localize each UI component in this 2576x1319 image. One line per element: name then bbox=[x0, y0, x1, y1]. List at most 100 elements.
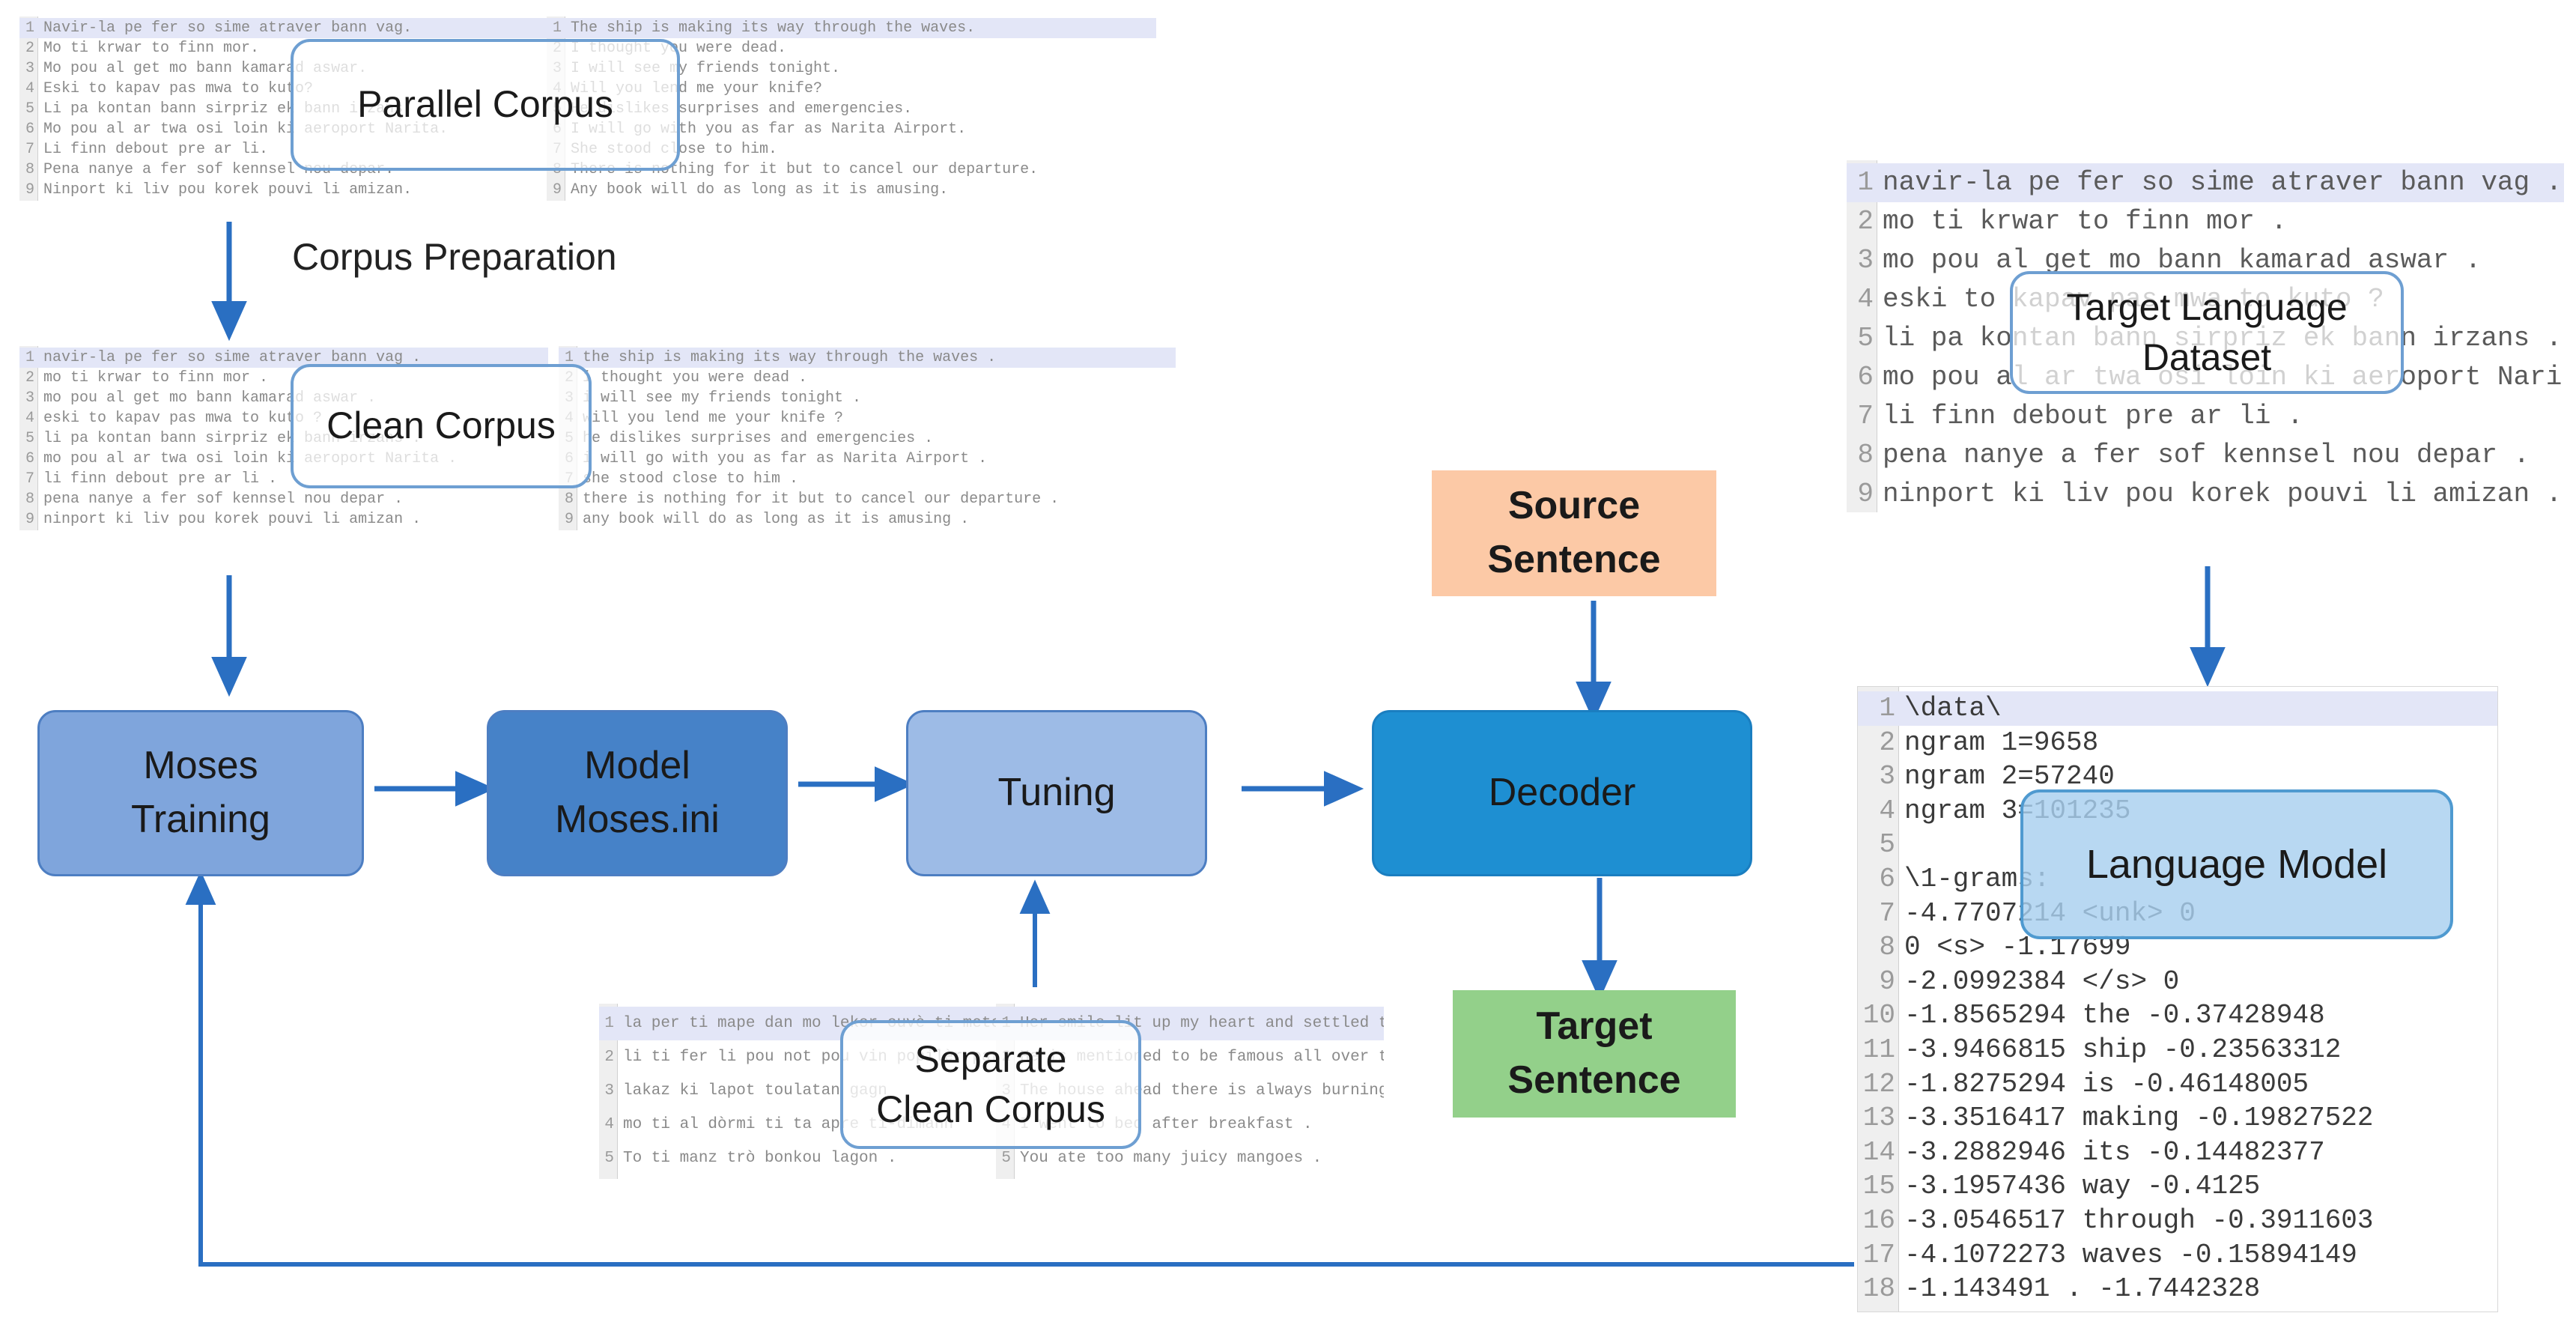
code-line: 3 mo pou al get mo bann kamarad aswar . bbox=[1847, 241, 2564, 280]
code-line: 16 -3.0546517 through -0.3911603 bbox=[1858, 1204, 2497, 1238]
line-number: 5 bbox=[25, 100, 34, 118]
separate-clean-corpus-overlay: Separate Clean Corpus bbox=[840, 1020, 1141, 1149]
line-number: 4 bbox=[25, 410, 34, 427]
line-number: 17 bbox=[1862, 1239, 1895, 1270]
target-sentence-box: Target Sentence bbox=[1453, 990, 1736, 1118]
line-number: 4 bbox=[1857, 284, 1874, 315]
model-box: Model Moses.ini bbox=[487, 710, 788, 876]
line-number: 5 bbox=[1879, 829, 1895, 861]
code-line: 4will you lend me your knife ? bbox=[559, 408, 1176, 428]
line-number: 8 bbox=[25, 161, 34, 178]
line-number: 4 bbox=[25, 80, 34, 97]
line-text: mo ti krwar to finn mor . bbox=[1883, 206, 2288, 237]
arrow-lm-to-training bbox=[185, 870, 1854, 1267]
code-line: 5 bbox=[1858, 828, 2497, 862]
line-text: ngram 2=57240 bbox=[1904, 761, 2115, 792]
code-line: 6i will go with you as far as Narita Air… bbox=[559, 449, 1176, 469]
line-number: 6 bbox=[1879, 864, 1895, 894]
line-text: -1.8275294 is -0.46148005 bbox=[1904, 1068, 2309, 1100]
code-line: 17-4.1072273 waves -0.15894149 bbox=[1858, 1238, 2497, 1273]
line-number: 1 bbox=[604, 1015, 614, 1032]
code-line: 2 mo ti krwar to finn mor . bbox=[19, 368, 548, 388]
line-text: she stood close to him . bbox=[583, 470, 799, 488]
code-line: 10-1.8565294 the -0.37428948 bbox=[1858, 998, 2497, 1033]
line-text: eski to kapav pas mwa to kuto ? bbox=[43, 410, 323, 427]
line-text: i will see my friends tonight . bbox=[583, 389, 862, 407]
line-number: 4 bbox=[604, 1116, 614, 1133]
line-number: 1 bbox=[1857, 167, 1874, 198]
parallel-corpus-overlay: Parallel Corpus bbox=[291, 39, 680, 171]
line-number: 2 bbox=[1857, 206, 1874, 237]
code-line: 1\data\ bbox=[1858, 691, 2497, 726]
line-number: 3 bbox=[25, 389, 34, 407]
clean-corpus-overlay: Clean Corpus bbox=[291, 364, 592, 488]
tuning-box: Tuning bbox=[906, 710, 1207, 876]
line-number: 1 bbox=[25, 349, 34, 366]
line-number: 2 bbox=[1879, 727, 1895, 758]
line-number: 16 bbox=[1862, 1205, 1895, 1236]
line-number: 7 bbox=[25, 470, 34, 488]
line-text: i will go with you as far as Narita Airp… bbox=[583, 450, 988, 467]
line-number: 9 bbox=[564, 511, 574, 528]
code-line: 2i thought you were dead . bbox=[559, 368, 1176, 388]
line-text: -3.2882946 its -0.14482377 bbox=[1904, 1136, 2325, 1168]
line-text: Eski to kapav pas mwa to kuto? bbox=[43, 80, 314, 97]
line-number: 14 bbox=[1862, 1136, 1895, 1168]
line-text: navir-la pe fer so sime atraver bann vag… bbox=[43, 349, 422, 366]
line-number: 7 bbox=[1879, 897, 1895, 929]
line-number: 4 bbox=[1879, 795, 1895, 826]
line-text: Navir-la pe fer so sime atraver bann vag… bbox=[43, 19, 413, 37]
line-text: li finn debout pre ar li . bbox=[43, 470, 278, 488]
decoder-box: Decoder bbox=[1372, 710, 1752, 876]
line-number: 7 bbox=[25, 141, 34, 158]
corpus-preparation-label: Corpus Preparation bbox=[292, 236, 617, 278]
line-number: 1 bbox=[564, 349, 574, 366]
line-number: 11 bbox=[1862, 1034, 1895, 1065]
line-text: mo ti krwar to finn mor . bbox=[43, 369, 269, 386]
line-text: ngram 1=9658 bbox=[1904, 727, 2099, 758]
target-language-dataset-overlay: Target Language Dataset bbox=[2010, 271, 2404, 394]
line-text: -3.1957436 way -0.4125 bbox=[1904, 1171, 2261, 1202]
line-text: Ninport ki liv pou korek pouvi li amizan… bbox=[43, 181, 413, 198]
code-line: 2 mo ti krwar to finn mor . bbox=[1847, 202, 2564, 241]
line-number: 5 bbox=[25, 430, 34, 447]
code-line: 11-3.9466815 ship -0.23563312 bbox=[1858, 1033, 2497, 1067]
line-number: 8 bbox=[25, 491, 34, 508]
line-number: 2 bbox=[25, 369, 34, 386]
line-text: \data\ bbox=[1904, 693, 2002, 724]
code-line: 1Her smile lit up my heart and settled t… bbox=[996, 1007, 1384, 1040]
line-number: 9 bbox=[552, 181, 562, 198]
line-text: -3.0546517 through -0.3911603 bbox=[1904, 1205, 2374, 1236]
line-text: navir-la pe fer so sime atraver bann vag… bbox=[1883, 167, 2563, 198]
line-text: the ship is making its way through the w… bbox=[583, 349, 997, 366]
line-text: Mo ti krwar to finn mor. bbox=[43, 40, 260, 57]
code-line: 13-3.3516417 making -0.19827522 bbox=[1858, 1101, 2497, 1135]
line-number: 3 bbox=[1857, 245, 1874, 276]
line-text: There is nothing for it but to cancel ou… bbox=[571, 161, 1039, 178]
line-number: 3 bbox=[25, 60, 34, 77]
line-text: -2.0992384 </s> 0 bbox=[1904, 965, 2180, 997]
code-line: 5he dislikes surprises and emergencies . bbox=[559, 428, 1176, 449]
line-number: 6 bbox=[25, 450, 34, 467]
code-line: 4 Eski to kapav pas mwa to kuto? bbox=[19, 79, 548, 99]
line-text: mo pou al get mo bann kamarad aswar . bbox=[1883, 245, 2482, 276]
line-text: pena nanye a fer sof kennsel nou depar . bbox=[43, 491, 404, 508]
line-number: 5 bbox=[604, 1150, 614, 1167]
line-number: 13 bbox=[1862, 1103, 1895, 1134]
line-number: 9 bbox=[1879, 965, 1895, 997]
code-line: 1 the ship is making its way through the … bbox=[559, 348, 1176, 368]
code-line: 2 ngram 1=9658 bbox=[1858, 726, 2497, 760]
line-number: 9 bbox=[25, 511, 34, 528]
line-number: 6 bbox=[25, 121, 34, 138]
